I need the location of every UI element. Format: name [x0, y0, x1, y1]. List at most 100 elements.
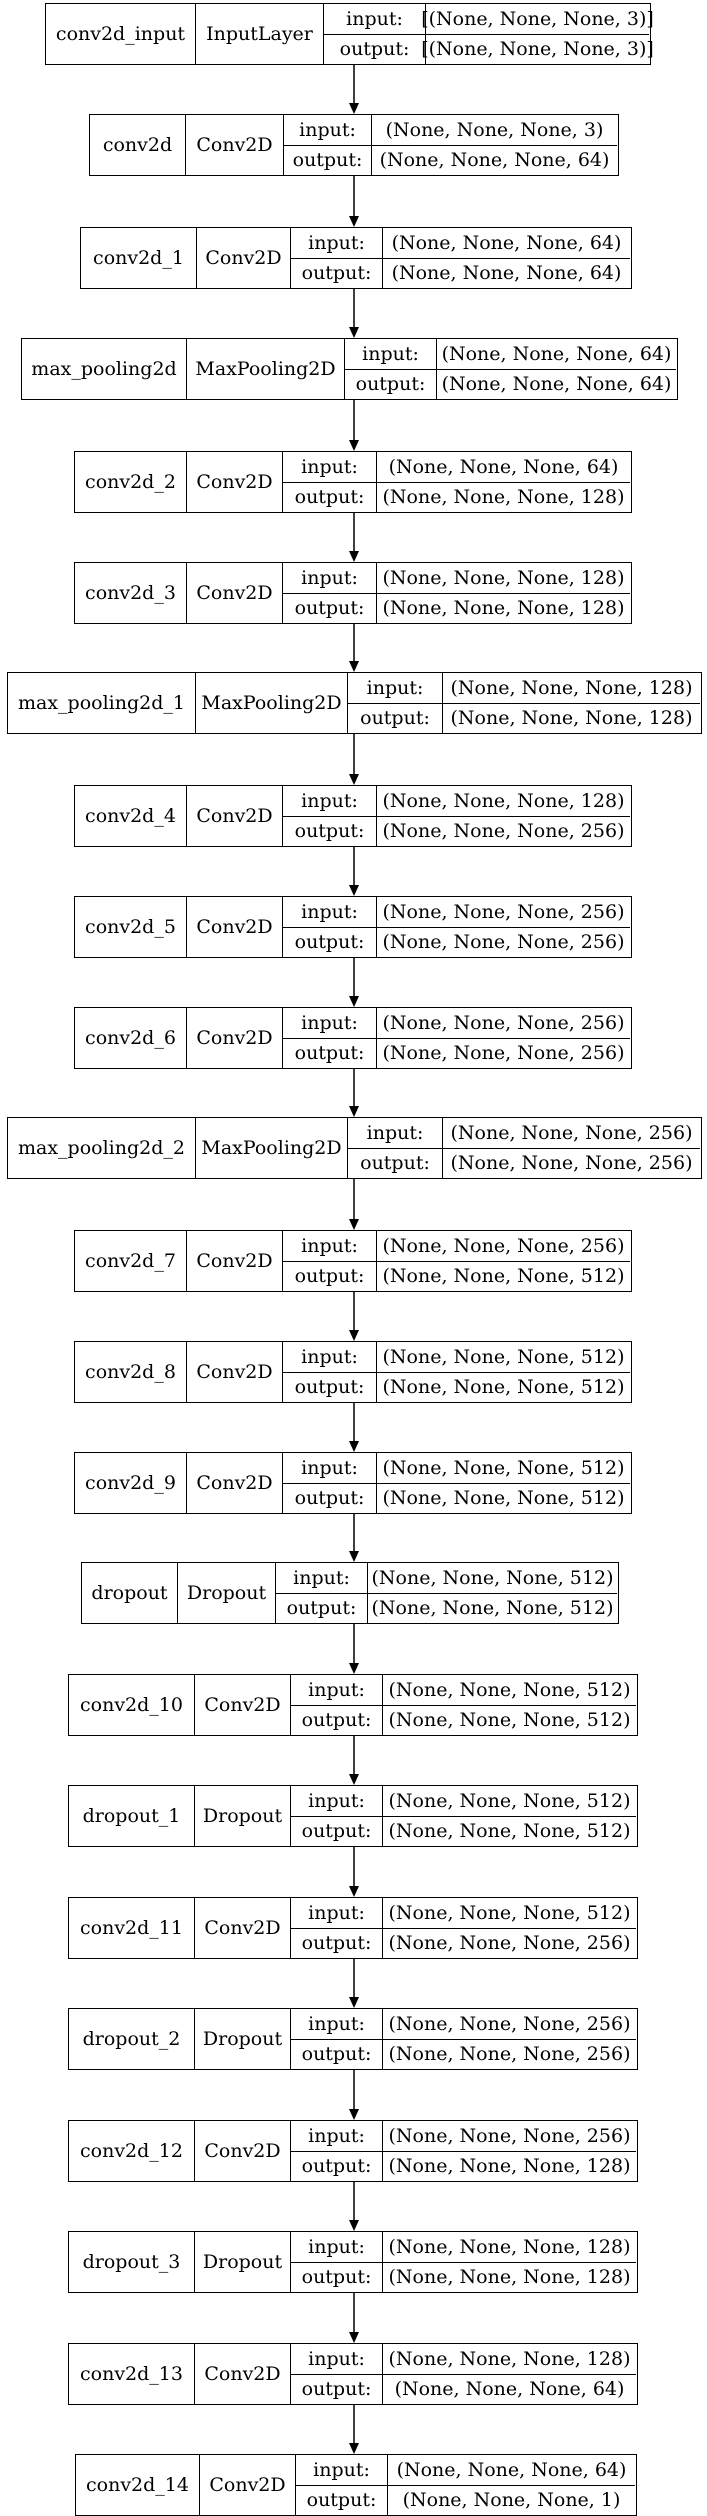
layer-name: conv2d_6 [75, 1008, 187, 1068]
layer-name: dropout_2 [69, 2009, 195, 2069]
input-shape: (None, None, None, 128) [383, 2344, 636, 2375]
input-shape: (None, None, None, 512) [383, 1786, 636, 1817]
output-shape: (None, None, None, 64) [391, 262, 622, 285]
output-label: output: [294, 486, 365, 509]
input-label: input: [291, 2344, 382, 2375]
input-label: input: [296, 2455, 387, 2486]
output-shape: [(None, None, None, 3)] [421, 38, 654, 61]
output-shape: (None, None, None, 64) [441, 373, 672, 396]
arrow-head [349, 996, 359, 1007]
output-label: output: [301, 1820, 372, 1843]
input-shape: (None, None, None, 512) [377, 1453, 630, 1484]
output-label: output: [301, 1709, 372, 1732]
layer-name: conv2d_14 [76, 2455, 200, 2515]
arrow-head [349, 551, 359, 562]
input-label: input: [348, 673, 442, 704]
output-label: output: [301, 2155, 372, 2178]
input-shape: (None, None, None, 256) [443, 1118, 700, 1149]
input-label: input: [291, 228, 382, 259]
input-shape: (None, None, None, 64) [383, 228, 630, 259]
arrow-head [349, 2109, 359, 2120]
layer-type: Conv2D [187, 786, 283, 846]
layer-name: conv2d_4 [75, 786, 187, 846]
output-shape: (None, None, None, 128) [382, 486, 625, 509]
input-label: input: [276, 1563, 367, 1594]
layer-type: MaxPooling2D [196, 1118, 348, 1178]
arrow-head [349, 1886, 359, 1897]
layer-type: Conv2D [187, 897, 283, 957]
output-shape: (None, None, None, 128) [388, 2266, 631, 2289]
arrow-head [349, 2332, 359, 2343]
output-shape: (None, None, None, 256) [382, 1042, 625, 1065]
output-label: output: [301, 2266, 372, 2289]
input-label: input: [283, 897, 376, 928]
layer-type: Dropout [195, 1786, 291, 1846]
input-label: input: [291, 2009, 382, 2040]
output-label: output: [301, 2043, 372, 2066]
input-label: input: [284, 115, 371, 146]
output-shape: (None, None, None, 256) [388, 1932, 631, 1955]
arrow-head [349, 2443, 359, 2454]
output-shape: (None, None, None, 512) [388, 1820, 631, 1843]
input-shape: (None, None, None, 256) [377, 1008, 630, 1039]
layer-name: conv2d_13 [69, 2344, 195, 2404]
layer-name: dropout_3 [69, 2232, 195, 2292]
layer-name: conv2d_7 [75, 1231, 187, 1291]
layer-type: Dropout [178, 1563, 276, 1623]
arrow-head [349, 2220, 359, 2231]
output-shape: (None, None, None, 512) [382, 1376, 625, 1399]
layer-name: conv2d_3 [75, 563, 187, 623]
layer-name: dropout [82, 1563, 178, 1623]
layer-name: conv2d_8 [75, 1342, 187, 1402]
output-shape: (None, None, None, 256) [382, 820, 625, 843]
layer-type: Conv2D [195, 1898, 291, 1958]
arrow-head [349, 1663, 359, 1674]
arrow-head [349, 1219, 359, 1230]
output-label: output: [301, 262, 372, 285]
output-label: output: [360, 1152, 430, 1175]
layer-type: Conv2D [187, 1231, 283, 1291]
input-label: input: [283, 563, 376, 594]
layer-name: conv2d_2 [75, 452, 187, 512]
input-shape: (None, None, None, 256) [377, 897, 630, 928]
layer-type: Conv2D [187, 1342, 283, 1402]
input-shape: (None, None, None, 512) [377, 1342, 630, 1373]
output-shape: (None, None, None, 128) [382, 597, 625, 620]
output-label: output: [306, 2489, 377, 2512]
input-shape: (None, None, None, 128) [377, 786, 630, 817]
layer-type: MaxPooling2D [196, 673, 348, 733]
input-shape: (None, None, None, 256) [377, 1231, 630, 1262]
layer-type: MaxPooling2D [187, 339, 345, 399]
input-shape: (None, None, None, 3) [372, 115, 617, 146]
layer-name: conv2d_5 [75, 897, 187, 957]
output-shape: (None, None, None, 128) [450, 707, 693, 730]
layer-type: Conv2D [195, 2344, 291, 2404]
output-label: output: [294, 1042, 365, 1065]
output-shape: (None, None, None, 512) [371, 1597, 614, 1620]
arrow-head [349, 103, 359, 114]
input-shape: (None, None, None, 128) [377, 563, 630, 594]
input-label: input: [348, 1118, 442, 1149]
output-shape: (None, None, None, 256) [382, 931, 625, 954]
input-label: input: [283, 1342, 376, 1373]
layer-type: Conv2D [195, 1675, 291, 1735]
layer-type: Conv2D [197, 228, 291, 288]
arrow-head [349, 216, 359, 227]
output-label: output: [355, 373, 426, 396]
output-shape: (None, None, None, 128) [388, 2155, 631, 2178]
